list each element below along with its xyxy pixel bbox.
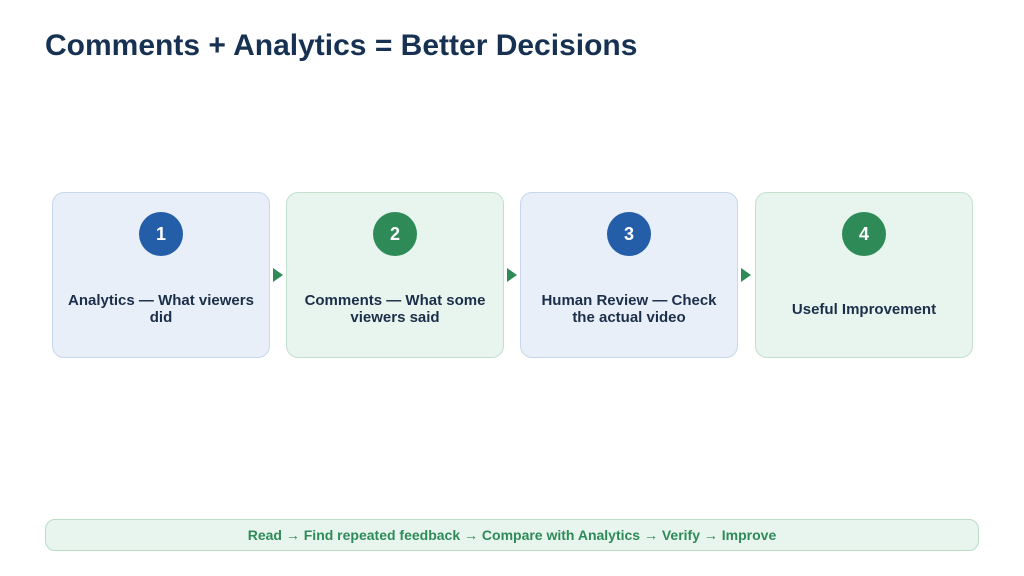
arrow-right-icon bbox=[273, 268, 283, 282]
step-card-comments: 2 Comments — What some viewers said bbox=[286, 192, 504, 358]
step-label: Useful Improvement bbox=[791, 300, 937, 318]
step-number-badge: 4 bbox=[842, 212, 886, 256]
step-label: Analytics — What viewers did bbox=[68, 292, 254, 326]
arrow-right-icon bbox=[507, 268, 517, 282]
step-card-human-review: 3 Human Review — Check the actual video bbox=[520, 192, 738, 358]
step-label: Human Review — Check the actual video bbox=[541, 292, 717, 326]
step-number-badge: 2 bbox=[373, 212, 417, 256]
step-number-badge: 1 bbox=[139, 212, 183, 256]
page-title: Comments + Analytics = Better Decisions bbox=[45, 29, 638, 62]
arrow-right-icon bbox=[741, 268, 751, 282]
step-card-analytics: 1 Analytics — What viewers did bbox=[52, 192, 270, 358]
process-summary-bar: Read → Find repeated feedback → Compare … bbox=[45, 519, 979, 551]
step-label: Comments — What some viewers said bbox=[304, 292, 486, 326]
step-number-badge: 3 bbox=[607, 212, 651, 256]
step-card-useful-improvement: 4 Useful Improvement bbox=[755, 192, 973, 358]
